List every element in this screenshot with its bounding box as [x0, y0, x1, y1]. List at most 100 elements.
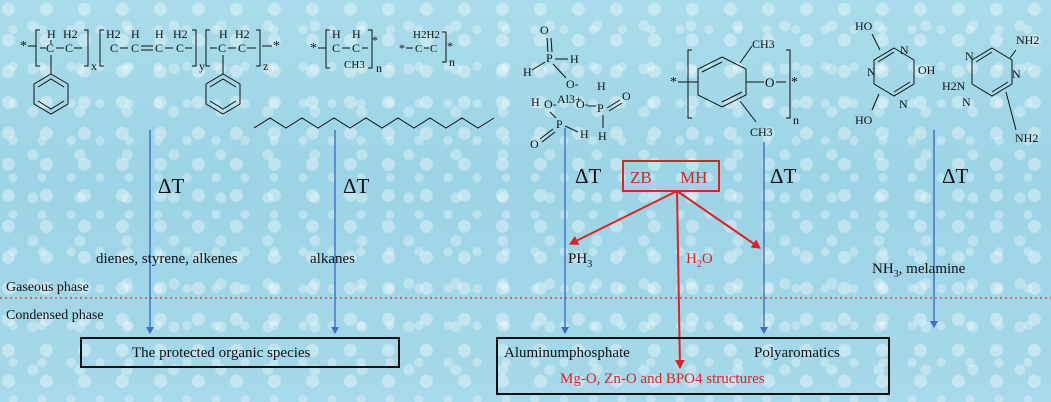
ppo-ch3-top: CH3 [752, 37, 775, 51]
sbs-c-4: C [131, 41, 139, 55]
mc-nh2-bottom: NH2 [1015, 131, 1038, 145]
thermal-decomposition-arrows [146, 128, 938, 334]
delta-t-label-5: ΔT [942, 164, 969, 188]
sbs-star-right: * [273, 39, 280, 54]
sbs-c-8: C [238, 41, 246, 55]
nh3-subscript: 3 [893, 269, 899, 280]
ppo-star-right: * [791, 75, 798, 90]
sbs-h-4: H [219, 27, 228, 41]
mc-ho-bottom: HO [855, 113, 873, 127]
sbs-h2-4: H2 [235, 27, 250, 41]
alp-p-1: P [546, 51, 553, 65]
sbs-c-3: C [110, 41, 118, 55]
char-residue-box: Aluminumphosphate Polyaromatics Mg-O, Zn… [496, 337, 890, 395]
sbs-c-5: C [155, 41, 163, 55]
alp-o-minus-2: O- [544, 97, 557, 111]
h2o-tail: O [701, 251, 713, 267]
mc-n-2: N [867, 65, 876, 79]
protected-organic-species-box: The protected organic species [80, 337, 400, 368]
sbs-h2-3: H2 [173, 27, 188, 41]
ppo-structure: * CH3 O * n CH3 [670, 37, 799, 139]
alp-o-3: O [622, 89, 631, 103]
alp-al3: Al3+ [557, 92, 582, 106]
pp-star-left: * [310, 41, 317, 56]
mc-ho-top: HO [855, 19, 873, 33]
zb-mh-box: ZB MH [622, 160, 720, 192]
zb-label: ZB [630, 168, 652, 187]
pp-star-right: * [372, 33, 378, 47]
alp-o-1: O [540, 23, 549, 37]
h2o-main: H [686, 251, 697, 267]
pp-c-1: C [332, 41, 340, 55]
ppo-n-subscript: n [793, 113, 799, 127]
gas-product-water: H2O [686, 252, 713, 270]
delta-t-label-2: ΔT [343, 174, 370, 198]
alp-h-1: H [523, 65, 532, 79]
sbs-x-subscript: x [91, 59, 97, 73]
pe-star-left: * [399, 41, 405, 55]
aluminumphosphate-text: Aluminumphosphate [504, 345, 630, 361]
pe-h2h2: H2H2 [413, 29, 440, 41]
mc-n-5: N [1012, 67, 1021, 81]
sbs-c-6: C [176, 41, 184, 55]
gas-product-ammonia: NH3, melamine [872, 262, 965, 280]
polyaromatics-text: Polyaromatics [754, 345, 840, 361]
mc-n-3: N [899, 97, 908, 111]
alp-p-2: P [556, 117, 563, 131]
ph3-main: PH [568, 251, 588, 267]
pe-n-subscript: n [449, 55, 455, 69]
aluminium-phosphinate-structure: H P O H O- Al3+ O- O- H P O H H P O H [523, 23, 631, 151]
sbs-star-left: * [20, 39, 27, 54]
polyolefin-structure: * H C H C CH3 * n * H2H2 C C * n [253, 27, 495, 129]
sbs-c-1: C [46, 41, 54, 55]
sbs-h-3: H [155, 27, 164, 41]
gas-product-polyolefin: alkanes [310, 251, 355, 267]
mc-nh2-top: NH2 [1016, 33, 1039, 47]
ppo-ch3-bottom: CH3 [750, 125, 773, 139]
pp-n-subscript: n [376, 61, 382, 75]
pe-star-right: * [447, 39, 453, 53]
mc-n-6: N [962, 95, 971, 109]
mc-n-4: N [965, 49, 974, 63]
alp-h-5: H [597, 79, 606, 93]
mc-n-1: N [900, 43, 909, 57]
red-arrow-right [676, 190, 761, 249]
pp-ch3: CH3 [344, 59, 365, 71]
sbs-h-2: H [131, 27, 140, 41]
pp-h-2: H [352, 27, 361, 41]
nh3-main: NH [872, 261, 894, 277]
ppo-o: O [765, 75, 774, 90]
gas-product-sbs: dienes, styrene, alkenes [96, 251, 238, 267]
alp-h-2: H [570, 52, 579, 66]
alp-h-3: H [531, 95, 540, 109]
mh-label: MH [680, 168, 708, 187]
sbs-polymer-structure: * H C H2 C x H2 C H C H C [20, 27, 280, 115]
ppo-star-left: * [670, 75, 677, 90]
alp-h-6: H [598, 129, 607, 143]
nh3-tail: , melamine [898, 261, 966, 277]
sbs-c-7: C [218, 41, 226, 55]
red-arrow-left [569, 190, 678, 245]
pe-c-2: C [430, 43, 437, 55]
alkane-zigzag [253, 117, 495, 129]
h2o-subscript: 2 [696, 259, 702, 270]
ph3-subscript: 3 [587, 259, 593, 270]
metal-oxide-structures-text: Mg-O, Zn-O and BPO4 structures [560, 371, 765, 387]
pp-c-2: C [352, 41, 360, 55]
sbs-c-2: C [65, 41, 73, 55]
protected-organic-species-text: The protected organic species [132, 345, 311, 361]
alp-o-2: O [530, 137, 539, 151]
mc-h2n: H2N [942, 79, 966, 93]
alp-o-minus-3: O- [576, 97, 589, 111]
condensed-phase-label: Condensed phase [6, 308, 104, 323]
sbs-h-1: H [47, 27, 56, 41]
alp-p-3: P [597, 101, 604, 115]
melamine-cyanurate-structure: HO N OH N N HO NH2 H2N N N N NH2 [855, 19, 1039, 145]
sbs-h2-1: H2 [63, 27, 78, 41]
sbs-z-subscript: z [263, 59, 268, 73]
gas-product-phosphine: PH3 [568, 252, 592, 270]
delta-t-label-1: ΔT [158, 174, 185, 198]
mc-oh: OH [918, 63, 936, 77]
